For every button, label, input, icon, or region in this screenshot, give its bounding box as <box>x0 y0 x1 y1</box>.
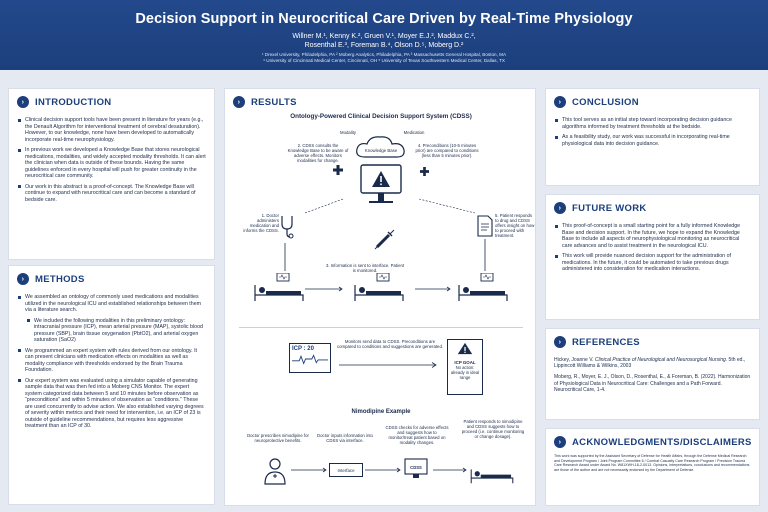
interface-label: Interface <box>337 467 355 473</box>
divider <box>239 327 523 328</box>
affiliations-line-1: ¹ Drexel University, Philadelphia, PA ² … <box>261 52 507 57</box>
patient-bed-icon <box>469 459 515 485</box>
step-1-label: 1. Doctor administers medication and inf… <box>243 213 279 233</box>
nimodipine-step-2: Doctor inputs information into CDSS via … <box>317 433 373 443</box>
step-5-label: 5. Patient responds to drug and CDSS off… <box>495 213 535 238</box>
cloud-icon <box>356 136 405 158</box>
icp-goal-card: ICP GOAL No action: already in ideal ran… <box>447 339 483 395</box>
patient-bed-icon <box>457 273 509 303</box>
affiliations-line-2: ⁴ University of Cincinnati Medical Cente… <box>263 58 505 63</box>
methods-list: We assembled an ontology of commonly use… <box>17 294 206 430</box>
acknowledgments-title: ACKNOWLEDGMENTS/DISCLAIMERS <box>572 436 752 448</box>
icp-monitor-display: ICP : 20 <box>289 343 331 373</box>
waveform-icon <box>292 354 328 365</box>
future-work-bullet: This proof-of-concept is a small startin… <box>554 223 751 249</box>
interface-box: Interface <box>329 463 363 477</box>
authors-line-2: Rosenthal E.³, Foreman B.⁴, Olson D.⁵, M… <box>304 42 464 49</box>
conclusion-panel: › CONCLUSION This tool serves as an init… <box>545 88 760 186</box>
step-3-label: 3. Information is sent to interface. Pat… <box>325 263 405 273</box>
results-title: RESULTS <box>251 96 297 108</box>
poster-title: Decision Support in Neurocritical Care D… <box>135 11 633 27</box>
methods-title: METHODS <box>35 273 85 285</box>
cdss-label: CDSS <box>410 465 422 470</box>
nimodipine-step-4: Patient responds to nimodipine and CDSS … <box>461 419 525 439</box>
medical-cross-icon <box>333 165 343 175</box>
reference-1: Hickey, Joanne V. Clinical Practice of N… <box>554 357 746 370</box>
future-work-panel: › FUTURE WORK This proof-of-concept is a… <box>545 194 760 320</box>
icp-goal-note: No action: already in ideal range <box>450 365 480 380</box>
step-2-label: 2. CDSS consults the Knowledge Base to b… <box>287 143 349 163</box>
chevron-right-icon: › <box>233 96 245 108</box>
chevron-right-icon: › <box>554 336 566 348</box>
references-panel: › REFERENCES Hickey, Joanne V. Clinical … <box>545 328 760 420</box>
future-work-title: FUTURE WORK <box>572 202 647 214</box>
step-4-label: 4. Preconditions (10-5 minutes prior) ar… <box>415 143 479 158</box>
authors: Willner M.¹, Kenny K.², Gruen V.¹, Moyer… <box>0 32 768 50</box>
flow-arrows <box>284 198 486 292</box>
poster-header: Decision Support in Neurocritical Care D… <box>0 0 768 70</box>
introduction-list: Clinical decision support tools have bee… <box>17 117 206 203</box>
syringe-icon <box>373 229 395 251</box>
chevron-right-icon: › <box>554 436 566 448</box>
introduction-bullet: Clinical decision support tools have bee… <box>17 117 206 143</box>
conclusion-bullet: This tool serves as an initial step towa… <box>554 117 751 130</box>
methods-sub-bullet: We included the following modalities in … <box>26 318 206 344</box>
references-title: REFERENCES <box>572 336 640 348</box>
methods-panel: › METHODS We assembled an ontology of co… <box>8 265 215 505</box>
knowledge-base-cloud <box>353 133 409 161</box>
computer-icon <box>404 458 428 478</box>
nimodipine-step-3: CDSS checks for adverse effects and sugg… <box>385 425 449 445</box>
acknowledgments-panel: › ACKNOWLEDGMENTS/DISCLAIMERS This work … <box>545 428 760 506</box>
acknowledgments-text: This work was supported by the Assistant… <box>554 454 750 472</box>
chevron-right-icon: › <box>17 96 29 108</box>
future-work-bullet: This work will provide nuanced decision … <box>554 253 751 273</box>
nimodipine-step-1: Doctor prescribes nimodipine for neuropr… <box>247 433 309 443</box>
methods-bullet: We programmed an expert system with rule… <box>17 348 206 374</box>
introduction-bullet: In previous work we developed a Knowledg… <box>17 147 206 180</box>
methods-bullet: We assembled an ontology of commonly use… <box>17 294 206 314</box>
chevron-right-icon: › <box>17 273 29 285</box>
computer-alert-icon <box>360 164 402 203</box>
cloud-label-medication: Medication <box>403 130 425 135</box>
authors-line-1: Willner M.¹, Kenny K.², Gruen V.¹, Moyer… <box>292 33 476 40</box>
methods-bullet: Our expert system was evaluated using a … <box>17 378 206 430</box>
conclusion-list: This tool serves as an initial step towa… <box>554 117 751 147</box>
icp-reading: ICP : 20 <box>292 346 314 352</box>
introduction-panel: › INTRODUCTION Clinical decision support… <box>8 88 215 260</box>
cdss-computer <box>357 163 405 209</box>
chevron-right-icon: › <box>554 202 566 214</box>
nimodipine-title: Nimodipine Example <box>351 409 411 415</box>
future-work-list: This proof-of-concept is a small startin… <box>554 223 751 273</box>
medical-cross-icon <box>420 167 429 176</box>
chevron-right-icon: › <box>554 96 566 108</box>
cloud-label-knowledge-base: Knowledge Base <box>364 148 398 153</box>
cloud-label-modality: Modality <box>339 130 356 135</box>
introduction-bullet: Our work in this abstract is a proof-of-… <box>17 184 206 204</box>
conclusion-title: CONCLUSION <box>572 96 639 108</box>
diagram-title: Ontology-Powered Clinical Decision Suppo… <box>290 113 472 120</box>
document-icon <box>477 215 493 237</box>
patient-bed-icon <box>253 273 305 303</box>
stethoscope-icon <box>279 215 295 239</box>
conclusion-bullet: As a feasibility study, our work was suc… <box>554 134 751 147</box>
alert-triangle-icon <box>457 342 473 355</box>
cdss-box <box>403 455 429 481</box>
flow-arrow <box>339 362 437 368</box>
doctor-icon <box>263 457 287 485</box>
introduction-title: INTRODUCTION <box>35 96 112 108</box>
icp-goal-heading: ICP GOAL <box>454 360 476 365</box>
nimodipine-flow-arrows <box>291 467 467 473</box>
affiliations: ¹ Drexel University, Philadelphia, PA ² … <box>0 52 768 64</box>
patient-bed-icon <box>353 273 405 303</box>
monitor-description: Monitors send data to CDSS. Precondition… <box>336 339 444 349</box>
results-panel: › RESULTS Ontology-Powered Clinical Deci… <box>224 88 536 506</box>
reference-2: Moberg, R., Moyer, E. J., Olson, D., Ros… <box>554 374 751 393</box>
